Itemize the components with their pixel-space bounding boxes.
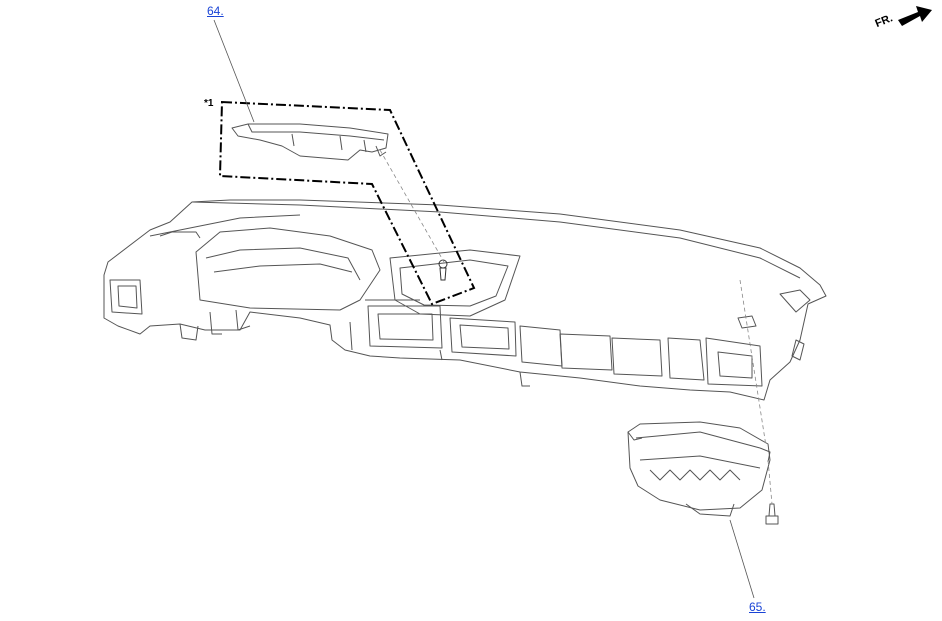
front-arrow-icon	[898, 6, 932, 26]
callout-64-link[interactable]: 64.	[207, 4, 224, 18]
detail-marker: *1	[204, 98, 214, 109]
instrument-panel	[103, 199, 827, 401]
upper-trim-panel	[231, 123, 389, 161]
alignment-lines	[379, 149, 773, 505]
detail-boundary	[218, 100, 476, 306]
mounting-bolt	[765, 503, 779, 525]
leader-lines	[213, 19, 755, 599]
airbag-assembly	[627, 421, 771, 517]
callout-65-link[interactable]: 65.	[749, 600, 766, 614]
